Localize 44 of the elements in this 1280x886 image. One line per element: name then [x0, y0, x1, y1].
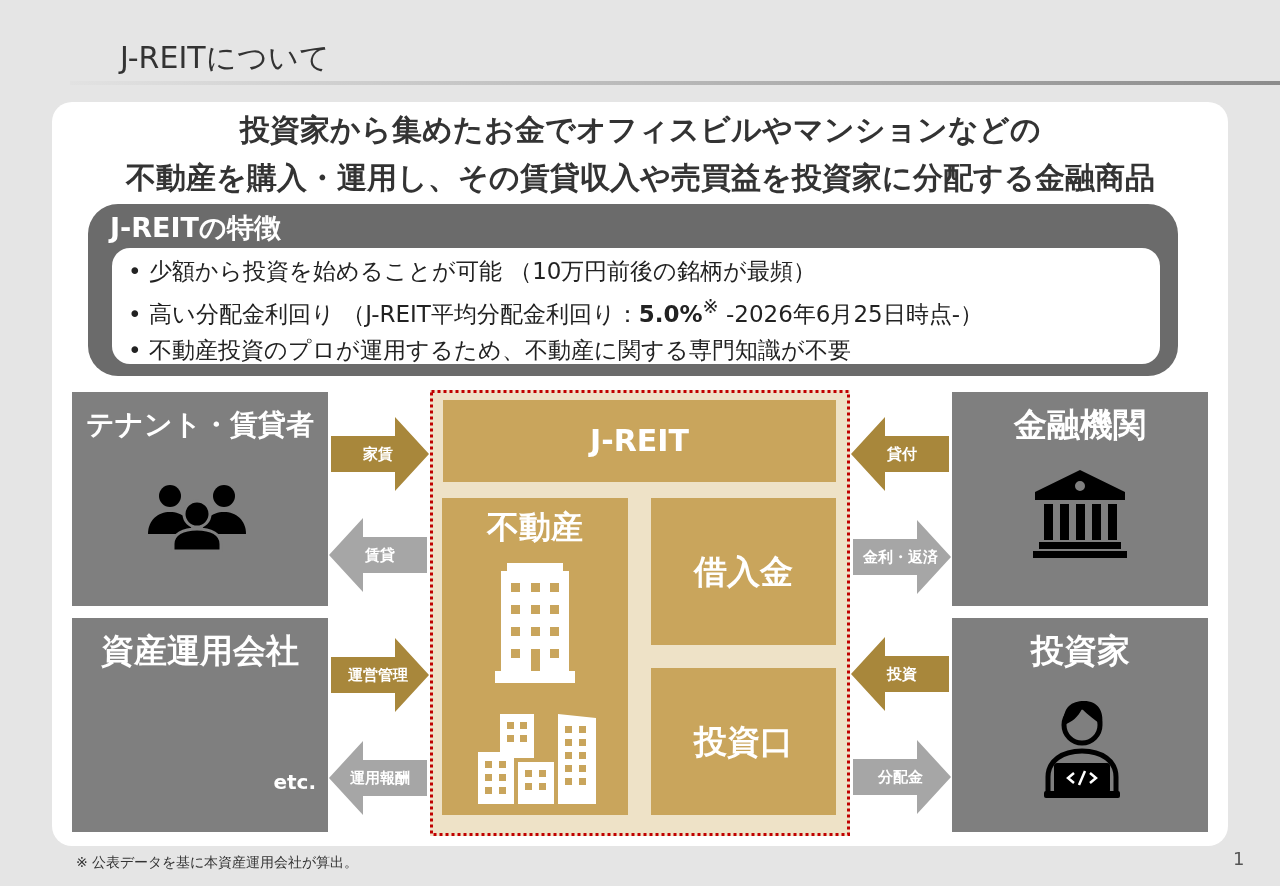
party-box: [952, 392, 1208, 606]
box-title: 投資家: [1030, 631, 1130, 671]
page-number: 1: [1233, 848, 1245, 870]
edge-label: 運用報酬: [350, 769, 410, 787]
party-box: [72, 618, 328, 832]
edge-label: 投資: [887, 665, 917, 683]
block-arrow: [331, 638, 429, 712]
reit-part-box: [651, 668, 836, 815]
block-arrow: [329, 741, 427, 815]
footnote: ※ 公表データを基に本資産運用会社が算出。: [76, 853, 359, 871]
feature-text: • 少額から投資を始めることが可能 （10万円前後の銘柄が最頻）: [128, 257, 817, 286]
edge-label: 賃貸: [365, 546, 395, 564]
reit-part-box: [651, 498, 836, 645]
feature-list-panel: [112, 248, 1160, 364]
edge-label: 分配金: [877, 768, 923, 786]
headline: 投資家から集めたお金でオフィスビルやマンションなどの不動産を購入・運用し、その賃貸収入や売買益を投資家に分配する金融商品: [125, 111, 1155, 197]
block-arrow: [851, 417, 949, 491]
block-arrow: [853, 520, 951, 594]
box-title: 金融機関: [1014, 405, 1146, 445]
box-title: 投資口: [694, 721, 793, 762]
box-title: 資産運用会社: [101, 631, 299, 671]
block-arrow: [329, 518, 427, 592]
feature-text: • 高い分配金利回り （J-REIT平均分配金利回り：5.0%$^{※}$ -2026年6月25日時点-）: [128, 294, 983, 329]
edge-label: 家賃: [363, 445, 393, 463]
block-arrow: [331, 417, 429, 491]
edge-label: 金利・返済: [862, 548, 938, 566]
reit-frame: [430, 390, 850, 836]
feature-text: • 不動産投資のプロが運用するため、不動産に関する専門知識が不要: [128, 335, 851, 365]
edge-label: 貸付: [887, 445, 917, 463]
box-title: テナント・賃貸者: [86, 408, 314, 442]
box-title: 借入金: [694, 551, 793, 592]
reit-part-box: [443, 400, 836, 482]
block-arrow: [851, 637, 949, 711]
reit-part-box: [442, 498, 628, 815]
party-box: [952, 618, 1208, 832]
feature-panel: [88, 204, 1178, 376]
page-title: J-REITについて: [120, 39, 330, 77]
box-title: 不動産: [487, 507, 583, 547]
block-arrow: [853, 740, 951, 814]
box-title: J-REIT: [590, 423, 689, 459]
note-text: etc.: [273, 770, 316, 794]
panel-heading: J-REITの特徴: [110, 212, 281, 244]
edge-label: 運営管理: [348, 666, 408, 684]
party-box: [72, 392, 328, 606]
